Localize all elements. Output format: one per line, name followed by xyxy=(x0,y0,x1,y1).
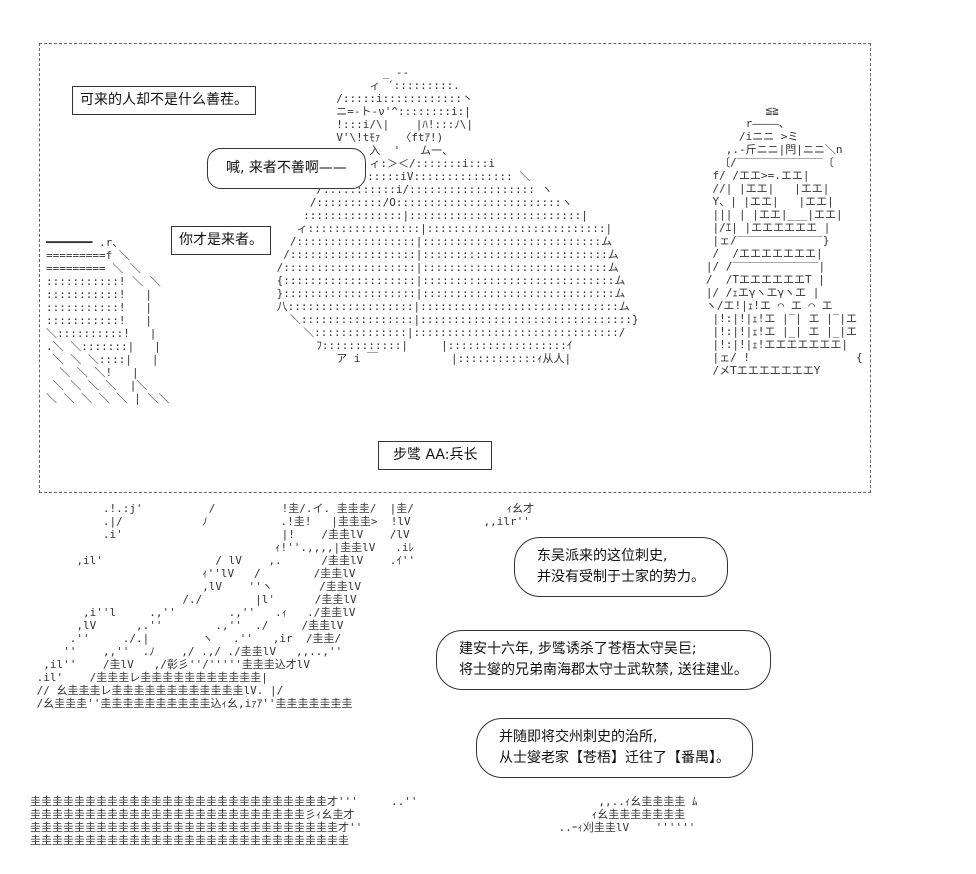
narration-1-line-1: 东吴派来的这位刺史, xyxy=(537,548,668,564)
narration-box-3: 并随即将交州刺史的治所, 从士燮老家【苍梧】迁往了【番禺】。 xyxy=(476,718,753,778)
central-figure-art: _ -- ィ ´:::::::::. /:::::i::::::::::::丶 … xyxy=(276,66,639,365)
character-label: 步骘 AA:兵长 xyxy=(378,441,493,470)
caption-bubble-2: 你才是来者。 xyxy=(171,226,271,255)
narration-box-1: 东吴派来的这位刺史, 并没有受制于士家的势力。 xyxy=(514,537,728,597)
narration-box-2: 建安十六年, 步骘诱杀了苍梧太守吴巨; 将士燮的兄弟南海郡太守士武软禁, 送往建… xyxy=(436,630,771,690)
caption-bubble-1: 可来的人却不是什么善茬。 xyxy=(72,86,256,115)
speech-bubble: 喊, 来者不善啊—— xyxy=(207,148,366,189)
caption-text-2: 你才是来者。 xyxy=(179,232,263,248)
lower-right-ground-art: ,,..ｨ幺圭圭圭圭 ﾑ ｨ幺圭圭圭圭圭圭圭 ..ｰｨ刈圭圭lV '''''' xyxy=(558,795,698,834)
character-label-text: 步骘 AA:兵长 xyxy=(393,447,478,463)
top-panel-frame xyxy=(39,43,871,493)
narration-1-line-2: 并没有受制于士家的势力。 xyxy=(537,569,705,585)
caption-text-1: 可来的人却不是什么善茬。 xyxy=(80,92,248,108)
narration-2-line-1: 建安十六年, 步骘诱杀了苍梧太守吴巨; xyxy=(459,641,697,657)
left-building-art: ━━━━━━━ .r、 =========f ＼ ========= ＼ ＼ :… xyxy=(46,236,170,405)
narration-2-line-2: 将士燮的兄弟南海郡太守士武软禁, 送往建业。 xyxy=(459,662,748,678)
right-tower-art: ≦≧ r――――、 /iニニ >ミ ,.-斤ニニ|閂|ニニ＼n 〔/‾‾‾‾‾‾… xyxy=(705,104,863,377)
ground-texture-art: 圭圭圭圭圭圭圭圭圭圭圭圭圭圭圭圭圭圭圭圭圭圭圭圭圭圭圭才''' ..''圭圭圭圭… xyxy=(30,795,418,847)
narration-3-line-1: 并随即将交州刺史的治所, xyxy=(499,729,658,745)
narration-3-line-2: 从士燮老家【苍梧】迁往了【番禺】。 xyxy=(499,750,730,766)
lower-figures-art: .!.:j' / !圭/.イ. 圭圭圭/ |圭/ ｨ幺才 .|/ ﾉ .!圭! … xyxy=(36,502,535,710)
speech-text: 喊, 来者不善啊—— xyxy=(226,160,347,176)
